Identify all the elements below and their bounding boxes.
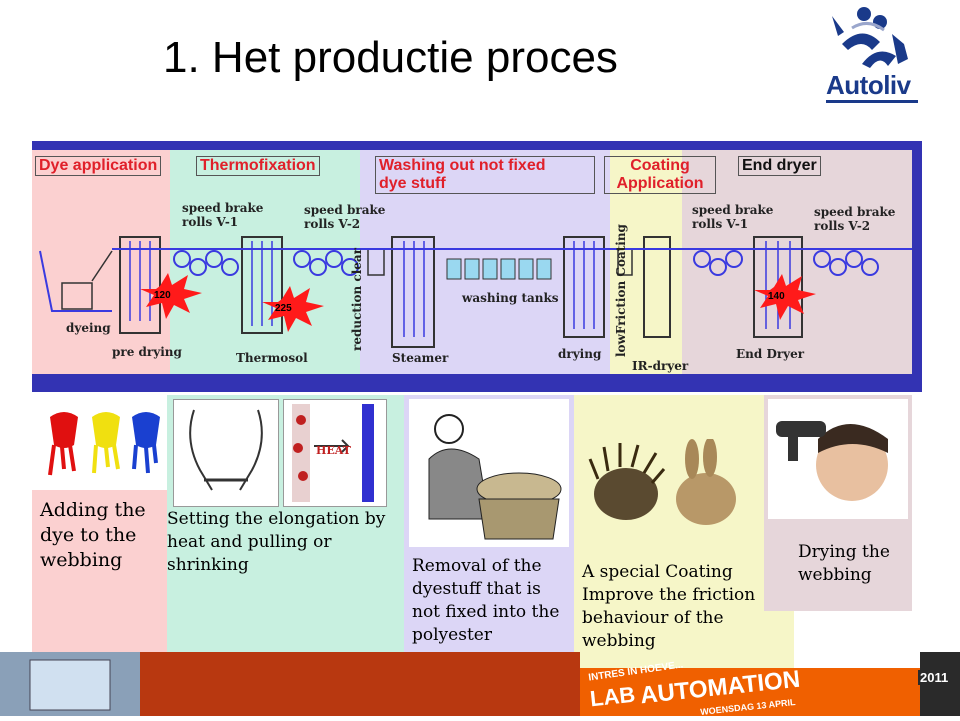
hairdryer-man-illustration xyxy=(768,399,908,519)
heat-burst-icon xyxy=(262,286,324,332)
process-line-drawing xyxy=(39,236,912,348)
slide-title: 1. Het productie proces xyxy=(163,33,618,82)
caption-line: Removal of the xyxy=(412,556,542,576)
label-speed-brake-v1-a: speed brake rolls V-1 xyxy=(182,201,263,229)
label-line: rolls V-2 xyxy=(304,217,361,231)
heat-arrow-icon xyxy=(292,404,374,502)
heat-burst-icon xyxy=(754,274,816,320)
stage-dye-application: Dye application xyxy=(35,156,162,176)
panel-removal: Removal of the dyestuff that is not fixe… xyxy=(404,395,574,670)
stage-washing-line1: Washing out not fixed xyxy=(379,157,546,174)
label-end-dryer: End Dryer xyxy=(736,347,805,361)
label-line: speed brake xyxy=(182,201,264,215)
stage-coating-line1: Coating xyxy=(630,157,690,174)
heat-label: HEAT xyxy=(316,444,351,457)
label-line: speed brake xyxy=(814,205,896,219)
panel-drying: Drying the webbing xyxy=(764,395,912,611)
logo-underline xyxy=(826,100,918,103)
label-line: rolls V-1 xyxy=(692,217,749,231)
caption-line: dyestuff that is xyxy=(412,579,541,599)
paint-buckets-icon xyxy=(48,412,160,476)
label-ir-dryer: IR-dryer xyxy=(632,359,689,373)
steamer-chamber xyxy=(391,236,435,348)
label-dyeing: dyeing xyxy=(66,321,111,335)
hairdryer-icon xyxy=(776,421,888,501)
label-line: speed brake xyxy=(304,203,386,217)
heat-burst-icon xyxy=(140,273,202,319)
drying-chamber xyxy=(563,236,605,338)
caption-line: dye to the xyxy=(40,524,137,546)
washtub-icon xyxy=(428,414,562,540)
stage-coating: Coating Application xyxy=(604,156,716,194)
caption-line: behaviour of the xyxy=(582,608,724,628)
washing-woman-illustration xyxy=(409,399,569,547)
label-line: rolls V-2 xyxy=(814,219,871,233)
temp-thermosol: 225 xyxy=(275,303,292,314)
caption-removal: Removal of the dyestuff that is not fixe… xyxy=(412,555,559,647)
zone-thermofixation xyxy=(170,150,360,374)
label-speed-brake-v2-b: speed brake rolls V-2 xyxy=(814,205,895,233)
temp-pre-drying: 120 xyxy=(154,290,171,301)
porcupine-icon xyxy=(588,443,666,520)
stage-coating-line2: Application xyxy=(616,175,704,192)
label-line: speed brake xyxy=(692,203,774,217)
autoliv-logo-icon xyxy=(832,7,908,68)
label-low-friction-coating: lowFriction Coating xyxy=(614,224,628,357)
process-diagram: Dye application Thermofixation Washing o… xyxy=(32,141,922,392)
caption-box-dye xyxy=(32,490,167,670)
stage-thermofixation: Thermofixation xyxy=(196,156,320,176)
ir-dryer-chamber xyxy=(643,236,671,338)
caption-dye: Adding the dye to the webbing xyxy=(40,498,146,573)
label-line: rolls V-1 xyxy=(182,215,239,229)
rabbit-icon xyxy=(676,439,736,525)
footer-year: 2011 xyxy=(918,670,951,685)
caption-line: not fixed into the xyxy=(412,602,560,622)
label-pre-drying: pre drying xyxy=(112,345,182,359)
caption-line: Adding the xyxy=(40,499,146,521)
caption-coating: A special Coating Improve the friction b… xyxy=(582,561,755,653)
panel-dye: Adding the dye to the webbing xyxy=(32,395,167,670)
label-steamer: Steamer xyxy=(392,351,449,365)
label-reduction-clear: reduction clear xyxy=(350,248,364,351)
caption-line: A special Coating xyxy=(582,562,733,582)
caption-line: webbing xyxy=(798,565,872,585)
caption-line: Improve the friction xyxy=(582,585,756,605)
stage-end-dryer: End dryer xyxy=(738,156,821,176)
footer-background xyxy=(0,652,960,716)
thermosol-chamber xyxy=(241,236,283,334)
caption-line: webbing xyxy=(582,631,656,651)
stretch-illustration-icon xyxy=(173,399,279,507)
caption-line: webbing xyxy=(40,549,123,571)
label-speed-brake-v2-a: speed brake rolls V-2 xyxy=(304,203,385,231)
pre-drying-chamber xyxy=(119,236,161,334)
panel-coating: A special Coating Improve the friction b… xyxy=(574,395,794,670)
footer-lab: LAB xyxy=(588,681,637,712)
label-washing-tanks: washing tanks xyxy=(462,291,559,305)
caption-line: shrinking xyxy=(167,555,249,575)
logo-text: Autoliv xyxy=(826,70,911,100)
stage-washing-line2: dye stuff xyxy=(379,175,446,192)
footer-banner: INTRES IN HOEVE... LAB AUTOMATION WOENSD… xyxy=(0,652,960,717)
zone-dye xyxy=(32,150,170,374)
caption-line: Drying the xyxy=(798,542,890,562)
dye-bath-icon xyxy=(61,282,93,310)
label-drying: drying xyxy=(558,347,602,361)
temp-end-dryer: 140 xyxy=(768,291,785,302)
caption-line: Setting the elongation by xyxy=(167,509,386,529)
caption-line: heat and pulling or xyxy=(167,532,332,552)
end-dryer-chamber xyxy=(753,236,803,338)
label-speed-brake-v1-b: speed brake rolls V-1 xyxy=(692,203,773,231)
caption-elongation: Setting the elongation by heat and pulli… xyxy=(167,508,385,577)
heat-illustration: HEAT xyxy=(283,399,387,507)
label-thermosol: Thermosol xyxy=(236,351,308,365)
caption-drying: Drying the webbing xyxy=(798,541,890,587)
caption-line: polyester xyxy=(412,625,492,645)
stage-washing: Washing out not fixed dye stuff xyxy=(375,156,595,194)
panel-elongation: HEAT Setting the elongation by heat and … xyxy=(167,395,404,670)
